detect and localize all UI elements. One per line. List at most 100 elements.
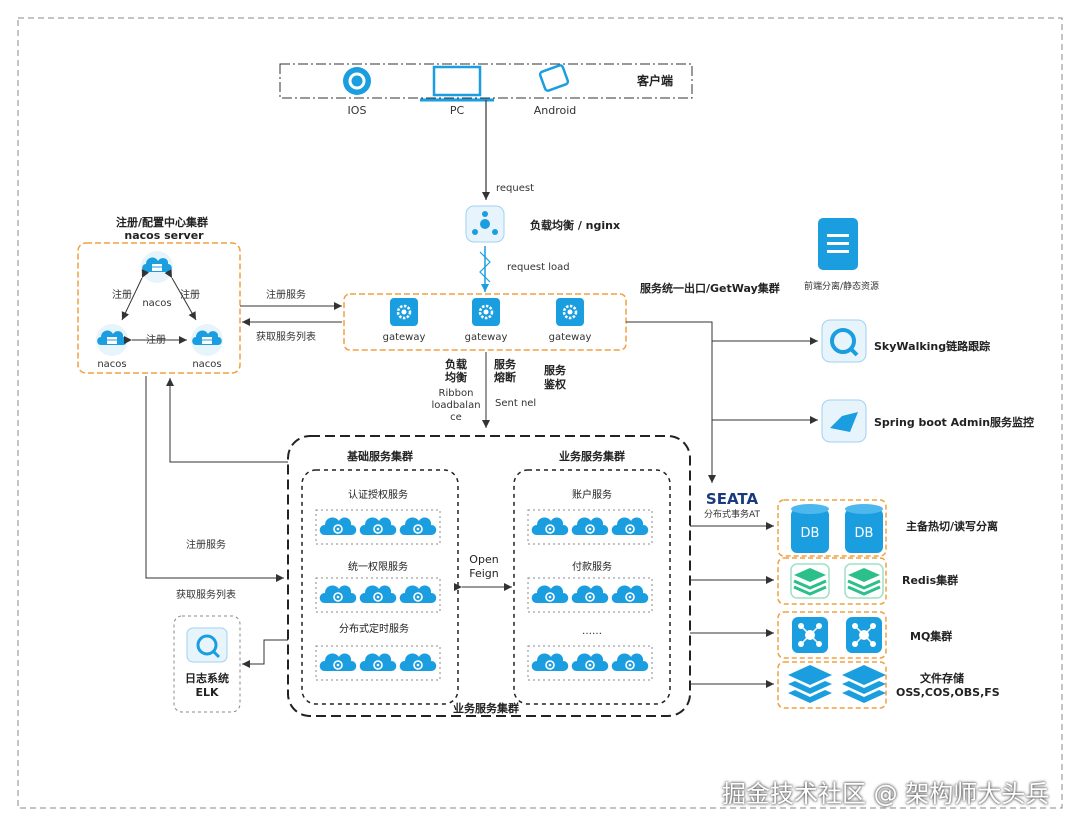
nacos-node-left — [95, 323, 129, 357]
feature-sentinel: Sent nel — [495, 398, 536, 409]
registry-subtitle: nacos server — [124, 229, 204, 242]
file-storage-types: OSS,COS,OBS,FS — [896, 686, 1000, 699]
base-group-label-2: 统一权限服务 — [348, 560, 408, 573]
redis-panel — [777, 557, 887, 605]
base-group-row-1 — [316, 510, 440, 544]
business-cluster-title: 业务服务集群 — [453, 701, 519, 715]
register-label-bottom: 注册 — [146, 333, 166, 346]
client-label: 客户端 — [636, 73, 673, 88]
biz-group-row-1 — [528, 510, 652, 544]
elk-label: ELK — [195, 686, 219, 699]
biz-cluster-title: 业务服务集群 — [559, 449, 625, 463]
base-group-row-2 — [316, 578, 440, 612]
get-service-list-label: 获取服务列表 — [256, 330, 316, 343]
redis-icon-2 — [843, 562, 885, 600]
client-panel: IOS PC Android 客户端 — [279, 63, 693, 117]
seata-logo: SEATA — [706, 490, 759, 508]
spring-admin-label: Spring boot Admin服务监控 — [874, 415, 1034, 429]
biz-group-label-3: …… — [582, 626, 602, 637]
register-service-label: 注册服务 — [266, 288, 306, 301]
services-to-log-arrow — [242, 639, 288, 668]
biz-group-row-2 — [528, 578, 652, 612]
feature-lb-2: 均衡 — [445, 370, 467, 384]
gateway-label-3: gateway — [549, 332, 592, 343]
db-label-1: DB — [801, 526, 820, 541]
services-get-list-line — [166, 378, 288, 463]
layers-icon-1 — [788, 665, 832, 703]
gateway-label-1: gateway — [383, 332, 426, 343]
feature-ribbon-3: ce — [450, 412, 462, 423]
nacos-label-left: nacos — [97, 359, 126, 370]
base-group-row-3 — [316, 646, 440, 680]
document-icon — [818, 218, 858, 270]
watermark: 掘金技术社区 @ 架构师大头兵 — [722, 780, 1050, 808]
nacos-label-right: nacos — [192, 359, 221, 370]
base-group-label-3: 分布式定时服务 — [339, 622, 409, 635]
open-feign-label-2: Feign — [469, 567, 499, 580]
mq-cluster-label: MQ集群 — [910, 629, 952, 643]
device-ios-label: IOS — [348, 104, 367, 117]
file-storage-panel — [777, 661, 887, 709]
feature-ribbon-1: Ribbon — [439, 388, 474, 399]
elk-icon — [186, 627, 228, 663]
mq-icon-1 — [791, 616, 829, 654]
services-register-line — [145, 376, 284, 582]
request-load-label: request load — [507, 262, 570, 273]
device-android-label: Android — [534, 104, 577, 117]
gateway-to-seata-line — [626, 321, 716, 483]
gateway-icon-1 — [388, 296, 420, 328]
log-system-label: 日志系统 — [185, 671, 229, 685]
tablet-icon — [538, 64, 570, 92]
redis-cluster-label: Redis集群 — [902, 573, 958, 587]
device-pc-label: PC — [450, 104, 465, 117]
db-panel — [777, 499, 887, 557]
services-get-list-label: 获取服务列表 — [176, 588, 236, 601]
seata-label: 分布式事务AT — [704, 508, 760, 520]
gateway-title: 服务统一出口/GetWay集群 — [640, 281, 780, 295]
register-label-right: 注册 — [180, 288, 200, 301]
biz-group-row-3 — [528, 646, 652, 680]
base-cluster-title: 基础服务集群 — [346, 449, 413, 463]
layers-icon-2 — [842, 665, 886, 703]
biz-cluster-panel — [513, 469, 671, 705]
feature-circuit-2: 熔断 — [494, 370, 516, 384]
feature-auth-1: 服务 — [544, 363, 567, 377]
mq-icon-2 — [845, 616, 883, 654]
business-cluster-panel — [287, 435, 691, 717]
register-label-left: 注册 — [112, 288, 132, 301]
mq-panel — [777, 611, 887, 659]
spring-admin-icon — [821, 399, 867, 443]
outer-border — [17, 17, 1063, 809]
request-label: request — [496, 183, 534, 194]
log-system-panel — [173, 615, 241, 713]
db-cluster-label: 主备热切/读写分离 — [906, 519, 998, 533]
nginx-icon — [465, 205, 505, 243]
registry-title: 注册/配置中心集群 — [116, 215, 208, 229]
gateway-label-2: gateway — [465, 332, 508, 343]
feature-circuit-1: 服务 — [494, 357, 517, 371]
nacos-node-right — [190, 323, 224, 357]
ios-icon — [343, 67, 371, 95]
registry-panel — [77, 242, 241, 374]
feature-lb-1: 负载 — [445, 357, 467, 371]
biz-group-label-2: 付款服务 — [572, 560, 612, 573]
monitor-icon — [420, 65, 494, 102]
feature-ribbon-2: loadbalan — [431, 400, 480, 411]
nacos-label-top: nacos — [142, 298, 171, 309]
feature-auth-2: 鉴权 — [543, 377, 567, 391]
open-feign-label-1: Open — [469, 553, 498, 566]
base-cluster-panel — [301, 469, 459, 705]
base-group-label-1: 认证授权服务 — [348, 488, 408, 501]
biz-group-label-1: 账户服务 — [572, 488, 612, 501]
file-storage-label: 文件存储 — [920, 671, 964, 685]
static-resource-label: 前端分离/静态资源 — [804, 280, 879, 292]
nacos-node-top — [140, 250, 174, 284]
gateway-icon-2 — [470, 296, 502, 328]
nginx-label: 负载均衡 / nginx — [530, 218, 620, 232]
gateway-icon-3 — [554, 296, 586, 328]
db-label-2: DB — [855, 526, 874, 541]
skywalking-icon — [821, 319, 867, 363]
redis-icon-1 — [789, 562, 831, 600]
skywalking-label: SkyWalking链路跟踪 — [874, 339, 990, 353]
